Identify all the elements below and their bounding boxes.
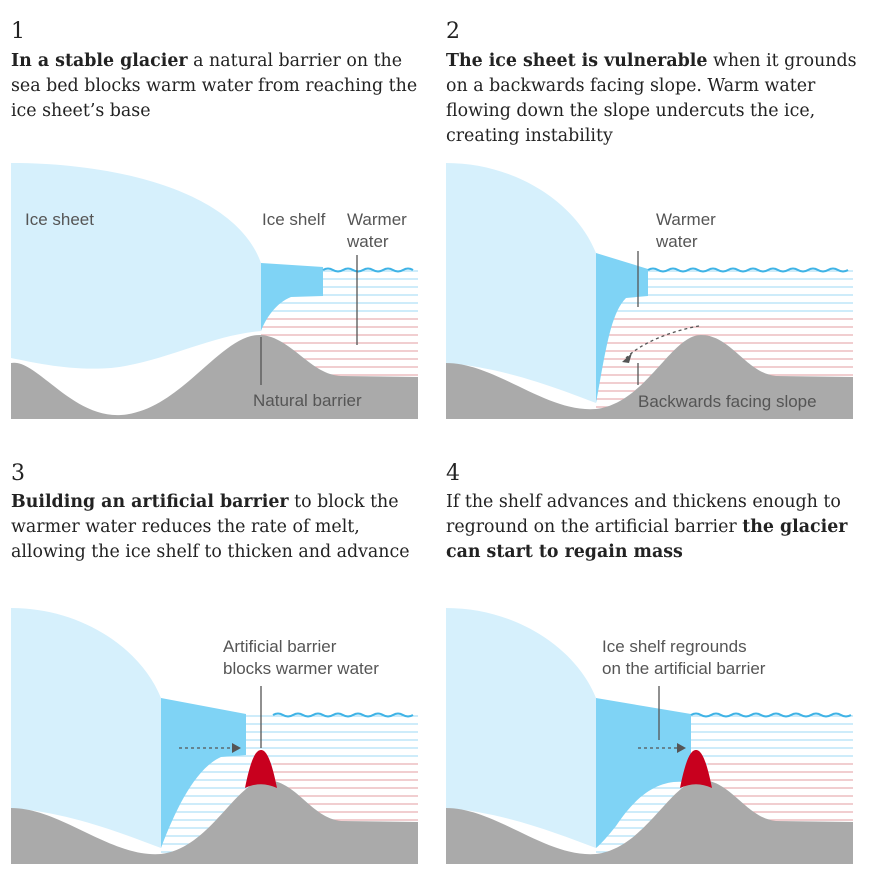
caption-bold: Building an artificial barrier xyxy=(11,492,289,512)
caption-text: when it grounds on a backwards facing sl… xyxy=(446,51,857,146)
panel-caption: If the shelf advances and thickens enoug… xyxy=(446,490,861,565)
arrow-head xyxy=(232,743,241,753)
caption-bold: The ice sheet is vulnerable xyxy=(446,51,708,71)
artificial-barrier xyxy=(245,750,277,788)
ice-sheet xyxy=(11,163,261,369)
ice-shelf xyxy=(261,263,323,331)
panel-number: 1 xyxy=(11,19,25,44)
sea-bed xyxy=(11,334,418,419)
label-warmer-water: water xyxy=(346,232,389,251)
sea-surface xyxy=(272,712,414,718)
caption-text: to block the warmer water reduces the ra… xyxy=(11,492,410,562)
ice-sheet xyxy=(446,163,596,403)
label-ice-sheet: Ice sheet xyxy=(25,210,94,229)
caption-bold: the glacier can start to regain mass xyxy=(446,517,848,562)
label-warmer-water: Warmer xyxy=(656,210,716,229)
label-warmer-water: Warmer xyxy=(347,210,407,229)
label-ice-shelf-regrounds: Ice shelf regrounds xyxy=(602,637,747,656)
caption-text: a natural barrier on the sea bed blocks … xyxy=(11,51,418,121)
ice-sheet xyxy=(446,608,596,848)
ice-shelf xyxy=(161,698,246,848)
caption-text: If the shelf advances and thickens enoug… xyxy=(446,492,841,537)
label-artificial-barrier: blocks warmer water xyxy=(223,659,379,678)
ice-shelf xyxy=(596,698,691,848)
caption-bold: In a stable glacier xyxy=(11,51,188,71)
label-warmer-water: water xyxy=(655,232,698,251)
panel-number: 2 xyxy=(446,19,460,44)
arrow-head xyxy=(622,353,632,363)
sea-surface xyxy=(322,267,414,273)
artificial-barrier xyxy=(680,750,712,788)
ice-shelf xyxy=(596,253,648,403)
ice-sheet xyxy=(11,608,161,848)
panel-caption: Building an artificial barrier to block … xyxy=(11,490,426,565)
panel-caption: In a stable glacier a natural barrier on… xyxy=(11,49,426,124)
regrounded-glacier-diagram: Ice shelf regrounds on the artificial ba… xyxy=(446,608,853,864)
stable-glacier-diagram: Ice sheet Ice shelf Warmer water Natural… xyxy=(11,163,418,419)
panel-number: 4 xyxy=(446,461,460,486)
panel-number: 3 xyxy=(11,461,25,486)
label-ice-shelf-regrounds: on the artificial barrier xyxy=(602,659,766,678)
label-artificial-barrier: Artificial barrier xyxy=(223,637,337,656)
label-ice-shelf: Ice shelf xyxy=(262,210,326,229)
label-backwards-slope: Backwards facing slope xyxy=(638,392,817,411)
sea-bed xyxy=(11,780,418,864)
sea-bed xyxy=(446,780,853,864)
sea-surface xyxy=(647,267,849,273)
arrow-head xyxy=(677,743,686,753)
sea-bed xyxy=(446,335,853,419)
warm-flow-arrow xyxy=(625,325,700,359)
panel-caption: The ice sheet is vulnerable when it grou… xyxy=(446,49,861,149)
vulnerable-glacier-diagram: Warmer water Backwards facing slope xyxy=(446,163,853,419)
artificial-barrier-diagram: Artificial barrier blocks warmer water xyxy=(11,608,418,864)
label-natural-barrier: Natural barrier xyxy=(253,391,362,410)
sea-surface xyxy=(690,712,852,718)
